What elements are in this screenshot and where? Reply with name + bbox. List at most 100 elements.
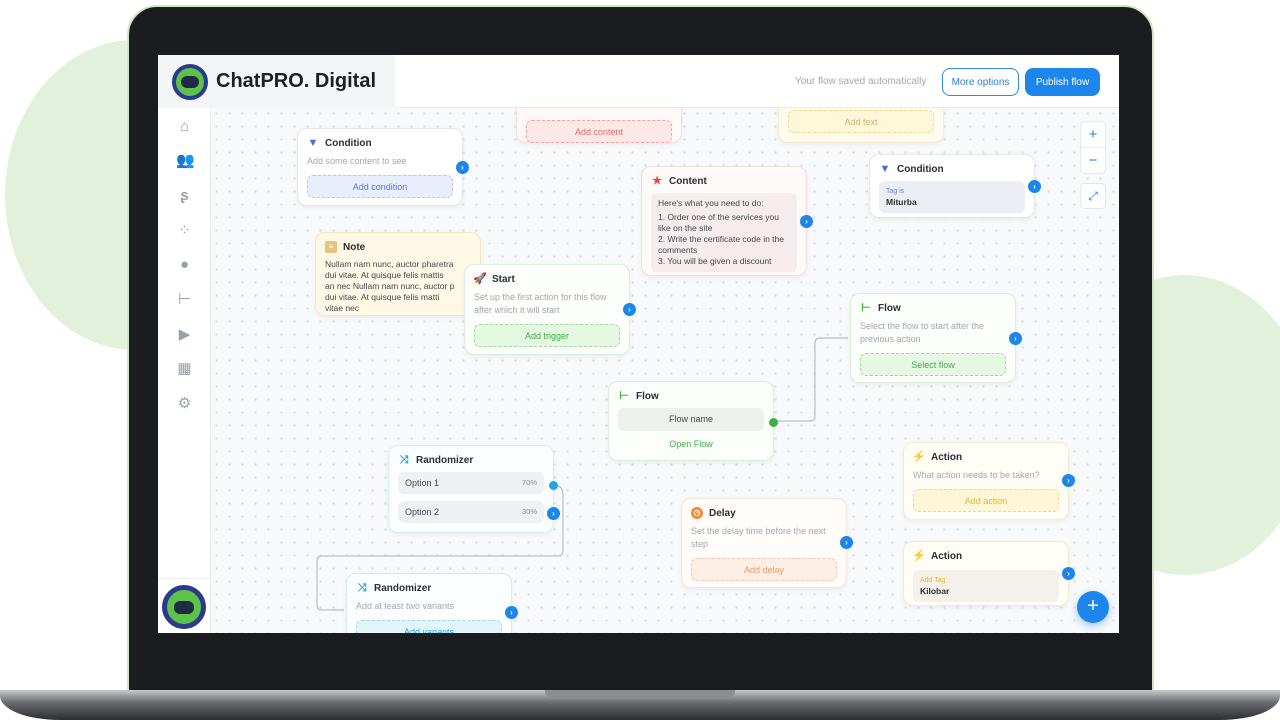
sidebar-divider — [158, 578, 211, 579]
connector-randomizer — [316, 484, 564, 611]
logo-icon — [172, 63, 208, 100]
save-status: Your flow saved automatically — [795, 76, 927, 87]
laptop-notch — [545, 690, 735, 699]
output-handle[interactable]: › — [1062, 567, 1075, 580]
more-options-button[interactable]: More options — [942, 68, 1019, 96]
randomizer-card-empty[interactable]: ⤨ Randomizer Add at least two variants Ad… — [346, 573, 518, 633]
output-handle[interactable]: › — [1009, 332, 1022, 345]
add-action-button[interactable]: Add action — [913, 489, 1059, 512]
publish-flow-button[interactable]: Publish flow — [1025, 68, 1100, 96]
card-title: Flow — [636, 390, 659, 402]
card-subtitle: Add some content to see — [307, 156, 407, 166]
output-handle[interactable]: › — [840, 536, 853, 549]
integrations-icon[interactable]: ⁘ — [178, 222, 191, 239]
fit-screen-button[interactable]: ⤢ — [1080, 183, 1106, 209]
card-title: Start — [492, 273, 515, 285]
add-text-button[interactable]: Add text — [788, 110, 934, 133]
card-title: Content — [669, 175, 707, 187]
output-handle[interactable]: › — [456, 161, 469, 174]
output-handle[interactable]: › — [1028, 180, 1041, 193]
zoom-in-button[interactable]: + — [1081, 122, 1105, 148]
card-subtitle: Add at least two variants — [356, 601, 455, 611]
filter-icon: ▼ — [307, 136, 319, 149]
output-handle[interactable]: › — [547, 507, 560, 520]
filter-icon: ▼ — [879, 162, 891, 175]
sidebar: ⌂ 👥 ʂ ⁘ ● ⊢ ▶ ▦ ⚙ — [158, 108, 211, 633]
select-flow-button[interactable]: Select flow — [860, 353, 1006, 376]
flow-name-field[interactable]: Flow name — [618, 408, 764, 431]
card-subtitle: Select the flow to start after the previ… — [860, 321, 985, 344]
brand-logo[interactable]: ChatPRO. Digital — [158, 55, 395, 108]
star-icon: ★ — [652, 174, 662, 187]
brand-name: ChatPRO. Digital — [216, 70, 377, 92]
users-icon[interactable]: 👥 — [176, 152, 195, 169]
content-card[interactable]: ★ Content Here's what you need to do: 1. … — [641, 166, 813, 276]
flow-card-select[interactable]: ⊢Flow Select the flow to start after the… — [850, 293, 1022, 383]
add-condition-button[interactable]: Add condition — [307, 175, 453, 198]
connectors — [316, 337, 848, 611]
card-subtitle: Set the delay time before the next step — [691, 526, 826, 549]
clock-icon: ◷ — [691, 507, 703, 519]
open-flow-link[interactable]: Open Flow — [669, 439, 713, 449]
settings-icon[interactable]: ⚙ — [177, 395, 192, 412]
card-title: Randomizer — [374, 582, 432, 594]
note-text: Nullam nam nunc, auctor pharetra dui vit… — [325, 259, 455, 313]
shuffle-icon: ⤨ — [357, 581, 367, 594]
avatar[interactable] — [162, 585, 206, 629]
zoom-out-button[interactable]: − — [1088, 152, 1098, 169]
output-handle[interactable]: › — [1062, 474, 1075, 487]
card-title: Delay — [709, 507, 736, 519]
card-title: Action — [931, 550, 963, 562]
zoom-controls: + − — [1080, 121, 1106, 174]
lightning-icon: ⚡ — [912, 450, 926, 463]
card-title: Condition — [325, 137, 372, 149]
delay-card[interactable]: ◷ Delay Set the delay time before the nex… — [681, 498, 853, 588]
note-icon: ≡ — [325, 241, 337, 253]
layout-icon[interactable]: ▦ — [177, 360, 192, 377]
option-percent: 70% — [521, 478, 537, 487]
output-handle[interactable]: › — [623, 303, 636, 316]
option-label: Option 1 — [405, 478, 440, 488]
tag-value: Miturba — [886, 197, 917, 207]
flow-card[interactable]: ⊢Flow Flow name Open Flow — [608, 381, 778, 461]
output-handle[interactable]: › — [800, 215, 813, 228]
action-card[interactable]: ⚡Action What action needs to be taken? A… — [903, 442, 1075, 520]
condition-card[interactable]: ▼ Condition Add some content to see Add c… — [297, 128, 469, 206]
option-label: Option 2 — [405, 507, 440, 517]
app-header: ChatPRO. Digital Your flow saved automat… — [158, 55, 1119, 108]
card-subtitle: Set up the first action for this flow af… — [474, 292, 607, 315]
content-line: Here's what you need to do: — [658, 198, 764, 208]
add-content-button[interactable]: Add content — [526, 120, 672, 143]
shuffle-icon: ⤨ — [399, 453, 409, 466]
content-line: 2. Write the certificate code in the com… — [658, 234, 784, 255]
rocket-icon: 🚀 — [473, 272, 487, 285]
option1-output-dot[interactable] — [549, 481, 558, 490]
card-title: Condition — [897, 163, 944, 175]
note-card[interactable]: ≡ Note Nullam nam nunc, auctor pharetra d… — [315, 232, 481, 316]
connector-flow — [774, 337, 848, 422]
tag-value: Kilobar — [920, 586, 950, 596]
add-variants-button[interactable]: Add variants — [356, 620, 502, 633]
option-row[interactable]: Option 1 70% — [398, 472, 544, 494]
flows-icon[interactable]: ʂ — [180, 187, 189, 204]
action-card-tag[interactable]: ⚡Action Add Tag Kilobar › — [903, 541, 1075, 606]
card-title: Randomizer — [416, 454, 474, 466]
chat-icon[interactable]: ● — [179, 256, 190, 273]
content-message: Here's what you need to do: 1. Order one… — [651, 193, 797, 272]
flow-output-dot[interactable] — [769, 418, 778, 427]
tree-icon[interactable]: ⊢ — [177, 291, 192, 308]
output-handle[interactable]: › — [505, 606, 518, 619]
add-delay-button[interactable]: Add delay — [691, 558, 837, 581]
tag-label: Tag is — [886, 188, 905, 195]
flow-tree-icon: ⊢ — [861, 301, 871, 314]
play-icon[interactable]: ▶ — [178, 326, 191, 343]
home-icon[interactable]: ⌂ — [179, 118, 190, 135]
add-trigger-button[interactable]: Add trigger — [474, 324, 620, 347]
card-title: Note — [343, 241, 366, 253]
condition-card-tag[interactable]: ▼ Condition Tag is Miturba › — [869, 154, 1041, 218]
content-line: 3. You will be given a discount — [658, 256, 772, 266]
add-node-button[interactable]: + — [1077, 591, 1109, 623]
start-card[interactable]: 🚀 Start Set up the first action for this … — [464, 264, 636, 355]
